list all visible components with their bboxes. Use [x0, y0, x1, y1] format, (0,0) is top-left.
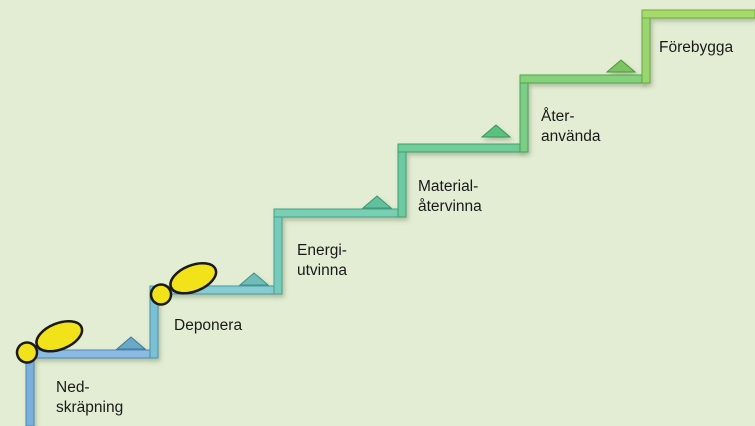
step-marker-4 — [480, 124, 512, 138]
step-label-line: Energi- — [297, 242, 347, 259]
step-label-nedskrapning: Ned- skräpning — [56, 378, 123, 418]
step-marker-5 — [605, 59, 637, 73]
footprint-icon — [149, 261, 218, 306]
stair-step-5 — [519, 59, 645, 153]
step-label-ateranvanda: Åter- använda — [541, 107, 600, 147]
step-label-line: Deponera — [174, 317, 243, 334]
step-label-line: skräpning — [56, 399, 124, 416]
step-label-forebygga: Förebygga — [659, 38, 733, 58]
step-label-line: Förebygga — [659, 39, 734, 56]
step-marker-1 — [115, 336, 147, 350]
step-label-line: använda — [541, 128, 601, 145]
step-marker-3 — [361, 195, 393, 209]
step-marker-2 — [238, 272, 270, 286]
step-label-energiutvinna: Energi- utvinna — [297, 241, 347, 281]
step-label-line: återvinna — [418, 198, 482, 215]
step-label-deponera: Deponera — [174, 316, 242, 336]
step-label-line: Material- — [418, 178, 479, 195]
stair-step-6 — [641, 9, 755, 84]
step-label-line: Åter- — [541, 108, 575, 125]
step-label-materialatervinna: Material- återvinna — [418, 177, 482, 217]
footprint-icon — [15, 319, 84, 364]
step-label-line: Ned- — [56, 379, 90, 396]
step-label-line: utvinna — [297, 262, 347, 279]
